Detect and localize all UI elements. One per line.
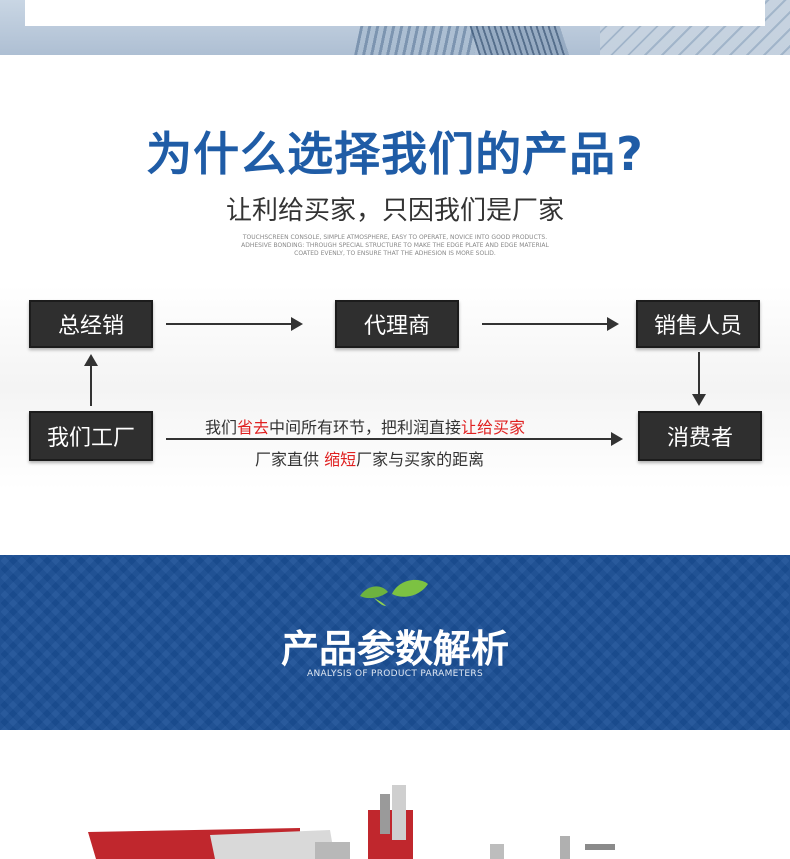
arrow-right-2 xyxy=(482,317,619,331)
arrow-up xyxy=(84,354,98,406)
machine-image xyxy=(0,780,790,859)
flow-caption-2: 厂家直供 缩短厂家与买家的距离 xyxy=(255,450,485,469)
band-subtitle: ANALYSIS OF PRODUCT PARAMETERS xyxy=(306,669,483,679)
box-our-factory: 我们工厂 xyxy=(29,411,153,461)
box-agent: 代理商 xyxy=(335,300,459,348)
band-title: 产品参数解析 xyxy=(280,627,509,671)
banner-panel xyxy=(25,0,765,26)
flow-caption-1: 我们省去中间所有环节，把利润直接让给买家 xyxy=(205,418,526,437)
arrow-down xyxy=(692,352,706,406)
top-banner-image xyxy=(0,0,790,55)
fine-print-text: TOUCHSCREEN CONSOLE, SIMPLE ATMOSPHERE, … xyxy=(241,234,549,257)
box-sales-staff: 销售人员 xyxy=(636,300,760,348)
leaf-icon xyxy=(360,579,428,606)
box-general-distributor: 总经销 xyxy=(29,300,153,348)
arrow-right-1 xyxy=(166,317,303,331)
parameters-band xyxy=(0,555,790,730)
arrow-right-long xyxy=(166,432,623,446)
section-subtitle: 让利给买家，只因我们是厂家 xyxy=(225,196,564,226)
section-title: 为什么选择我们的产品? xyxy=(146,127,644,181)
box-consumer: 消费者 xyxy=(638,411,762,461)
